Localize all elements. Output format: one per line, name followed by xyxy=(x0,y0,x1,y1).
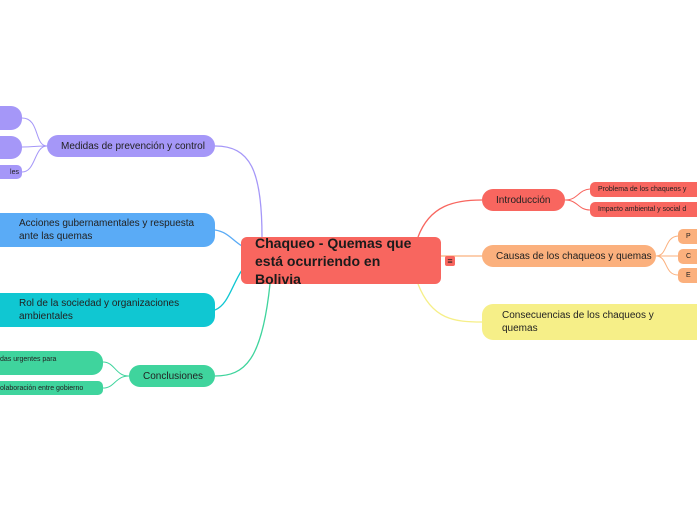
conclusiones-subtopic-2[interactable]: olaboración entre gobierno xyxy=(0,381,103,395)
link-intro-child-2 xyxy=(564,199,591,211)
topic-acciones[interactable]: Acciones gubernamentales y respuesta ant… xyxy=(0,213,215,247)
topic-introduccion[interactable]: Introducción xyxy=(482,189,565,211)
causas-subtopic-1-label: P xyxy=(686,233,691,240)
intro-subtopic-2[interactable]: Impacto ambiental y social d xyxy=(590,202,697,217)
intro-subtopic-1-label: Problema de los chaqueos y xyxy=(598,186,687,193)
link-rol xyxy=(214,269,243,311)
topic-causas-label: Causas de los chaqueos y quemas xyxy=(496,250,652,262)
intro-subtopic-2-label: Impacto ambiental y social d xyxy=(598,206,687,213)
causas-subtopic-2[interactable]: C xyxy=(678,249,697,264)
link-introduccion xyxy=(417,199,483,238)
topic-acciones-label: Acciones gubernamentales y respuesta ant… xyxy=(19,218,195,242)
topic-conclusiones[interactable]: Conclusiones xyxy=(129,365,215,387)
causas-subtopic-1[interactable]: P xyxy=(678,229,697,244)
topic-consecuencias[interactable]: Consecuencias de los chaqueos y quemas xyxy=(482,304,697,340)
topic-consecuencias-label: Consecuencias de los chaqueos y quemas xyxy=(502,310,654,334)
topic-medidas-label: Medidas de prevención y control xyxy=(61,140,205,152)
causas-subtopic-3-label: E xyxy=(686,272,691,279)
topic-medidas[interactable]: Medidas de prevención y control xyxy=(47,135,215,157)
causas-subtopic-3[interactable]: E xyxy=(678,268,697,283)
link-medidas-child-1 xyxy=(21,117,48,147)
link-concl-child-1 xyxy=(102,361,130,377)
link-conclusiones xyxy=(214,283,271,377)
medidas-subtopic-2[interactable] xyxy=(0,136,22,159)
topic-causas[interactable]: Causas de los chaqueos y quemas xyxy=(482,245,656,267)
medidas-subtopic-1[interactable] xyxy=(0,106,22,130)
conclusiones-subtopic-1[interactable]: das urgentes para xyxy=(0,351,103,375)
hamburger-icon[interactable]: ≡ xyxy=(445,256,455,266)
link-consecuencias xyxy=(417,283,483,323)
conclusiones-subtopic-1-label: das urgentes para xyxy=(0,356,57,363)
topic-conclusiones-label: Conclusiones xyxy=(143,370,204,382)
medidas-subtopic-3[interactable]: les xyxy=(0,165,22,179)
causas-subtopic-2-label: C xyxy=(686,253,692,260)
link-concl-child-2 xyxy=(102,375,130,389)
topic-introduccion-label: Introducción xyxy=(496,194,551,206)
medidas-subtopic-3-label: les xyxy=(10,168,19,176)
conclusiones-subtopic-2-label: olaboración entre gobierno xyxy=(0,384,84,392)
intro-subtopic-1[interactable]: Problema de los chaqueos y xyxy=(590,182,697,197)
topic-rol[interactable]: Rol de la sociedad y organizaciones ambi… xyxy=(0,293,215,327)
topic-rol-label: Rol de la sociedad y organizaciones ambi… xyxy=(19,298,180,322)
link-intro-child-1 xyxy=(564,188,591,201)
link-causas-child-1 xyxy=(655,235,679,257)
central-topic-label: Chaqueo - Quemas que está ocurriendo en … xyxy=(255,237,412,284)
link-medidas xyxy=(214,145,263,238)
central-topic[interactable]: Chaqueo - Quemas que está ocurriendo en … xyxy=(241,237,441,284)
link-medidas-child-3 xyxy=(21,145,48,173)
link-causas-child-3 xyxy=(655,255,679,276)
link-acciones xyxy=(214,229,243,247)
